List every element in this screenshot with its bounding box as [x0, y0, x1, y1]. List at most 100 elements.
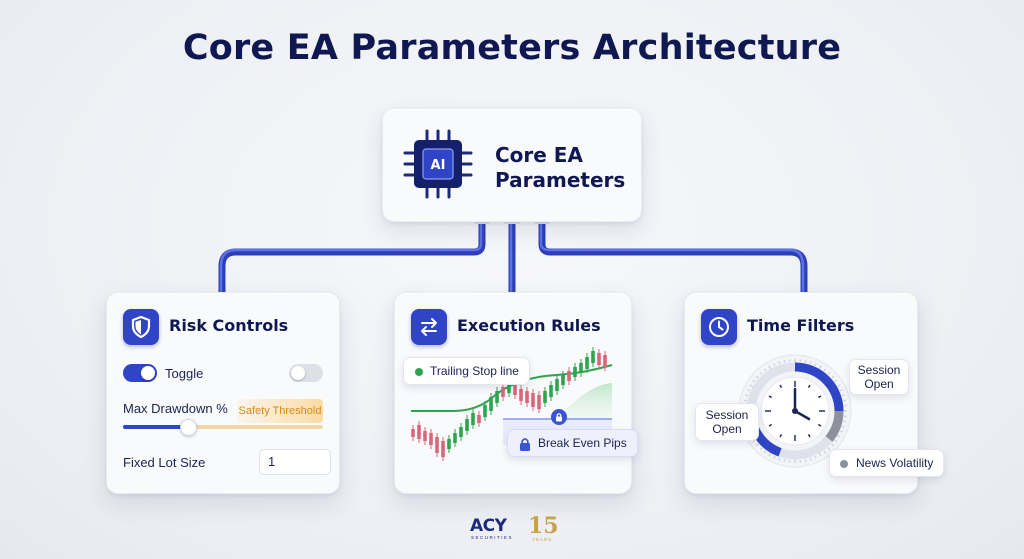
gray-dot: [840, 460, 848, 468]
toggle-label: Toggle: [165, 366, 204, 381]
trailing-stop-pill[interactable]: Trailing Stop line: [403, 357, 530, 385]
session-open-right-tag[interactable]: Session Open: [849, 359, 909, 395]
clock-hour-mark: [768, 423, 772, 427]
clock-tick: [843, 399, 846, 402]
risk-toggle-on[interactable]: [123, 364, 157, 382]
clock-tick: [783, 459, 786, 462]
break-even-label: Break Even Pips: [538, 436, 627, 450]
clock-tick: [834, 379, 838, 383]
clock-tick: [763, 368, 767, 372]
news-volatility-label: News Volatility: [856, 456, 934, 470]
clock-tick: [841, 394, 845, 397]
session-arc-right: [794, 362, 844, 412]
clock-tick: [804, 360, 807, 363]
clock-tick: [831, 375, 835, 379]
clock-tick: [745, 394, 749, 397]
clock-hour-mark: [768, 395, 772, 399]
clock-tick: [763, 450, 767, 454]
lock-icon: [520, 438, 530, 451]
fixed-lot-size-label: Fixed Lot Size: [123, 455, 206, 470]
clock-tick: [773, 363, 776, 367]
safety-threshold-label: Safety Threshold: [237, 399, 323, 423]
risk-toggle-off[interactable]: [289, 364, 323, 382]
clock-tick: [744, 399, 747, 402]
candle-body: [411, 429, 415, 437]
candle-body: [555, 379, 559, 391]
clock-tick: [778, 457, 781, 461]
clock-tick: [755, 375, 759, 379]
candle-body: [591, 351, 595, 363]
clock-tick: [755, 443, 759, 447]
clock-tick: [839, 389, 843, 392]
clock-tick: [778, 361, 781, 365]
candle-body: [579, 363, 583, 373]
candle-body: [447, 439, 451, 449]
acy-logo: ACY SECURITIES 15 YEARS: [470, 513, 560, 546]
logo-years: YEARS: [532, 537, 553, 542]
core-label: Core EA Parameters: [495, 143, 635, 193]
clock-tick: [809, 457, 812, 461]
clock-icon: [701, 309, 737, 345]
candle-body: [525, 391, 529, 403]
shield-icon: [123, 309, 159, 345]
clock-tick: [823, 368, 827, 372]
candle-body: [459, 427, 463, 437]
clock-tick: [759, 371, 763, 375]
candle-body: [417, 425, 421, 439]
risk-controls-title: Risk Controls: [169, 316, 289, 335]
trailing-stop-label: Trailing Stop line: [430, 364, 519, 378]
profit-area: [503, 383, 612, 419]
clock-tick: [814, 363, 817, 367]
candle-body: [483, 405, 487, 417]
candle-body: [507, 383, 511, 393]
candle-body: [453, 433, 457, 443]
candle-body: [501, 387, 505, 397]
clock-tick: [827, 447, 831, 451]
candle-body: [429, 433, 433, 445]
core-ea-card[interactable]: AI Core EA Parameters: [382, 108, 642, 222]
clock-tick: [747, 389, 751, 392]
clock-tick: [839, 430, 843, 433]
clock-tick: [773, 455, 776, 459]
clock-tick: [827, 371, 831, 375]
candle-body: [489, 397, 493, 411]
clock-hour-mark: [807, 384, 811, 388]
session-open-left-tag[interactable]: Session Open: [695, 403, 759, 441]
clock-hour-mark: [818, 423, 822, 427]
drawdown-slider-track[interactable]: [123, 425, 323, 429]
green-dot: [415, 368, 423, 376]
session-open-right-label: Session Open: [857, 363, 901, 391]
candle-body: [519, 389, 523, 401]
news-volatility-tag[interactable]: News Volatility: [829, 449, 945, 477]
page-title: Core EA Parameters Architecture: [182, 28, 842, 68]
clock-tick: [823, 450, 827, 454]
session-open-left-label: Session Open: [705, 408, 749, 436]
clock-tick: [752, 379, 756, 383]
clock-hour-mark: [779, 434, 783, 438]
logo-brand: ACY: [470, 516, 507, 536]
candle-body: [561, 375, 565, 385]
candle-body: [543, 391, 547, 403]
chip-label: AI: [431, 158, 446, 173]
logo-sub: SECURITIES: [471, 535, 514, 540]
fixed-lot-size-input[interactable]: 1: [259, 449, 331, 475]
clock-tick: [843, 420, 846, 423]
execution-rules-title: Execution Rules: [457, 316, 601, 335]
candle-body: [465, 419, 469, 431]
execution-rules-card: Execution Rules Trailing Stop line Break…: [394, 292, 638, 494]
candle-body: [537, 395, 541, 409]
candle-body: [567, 371, 571, 381]
ai-chip-icon: AI: [403, 129, 473, 199]
candle-body: [573, 367, 577, 377]
clock-hour-mark: [807, 434, 811, 438]
candles: [411, 347, 607, 461]
drawdown-slider-thumb[interactable]: [180, 419, 197, 436]
break-even-pill[interactable]: Break Even Pips: [507, 429, 638, 457]
core-label-line1: Core EA: [495, 143, 583, 167]
clock-tick: [834, 439, 838, 443]
clock-hour-mark: [779, 384, 783, 388]
candle-body: [477, 415, 481, 423]
clock-tick: [814, 455, 817, 459]
core-label-line2: Parameters: [495, 168, 626, 192]
candle-body: [597, 353, 601, 365]
